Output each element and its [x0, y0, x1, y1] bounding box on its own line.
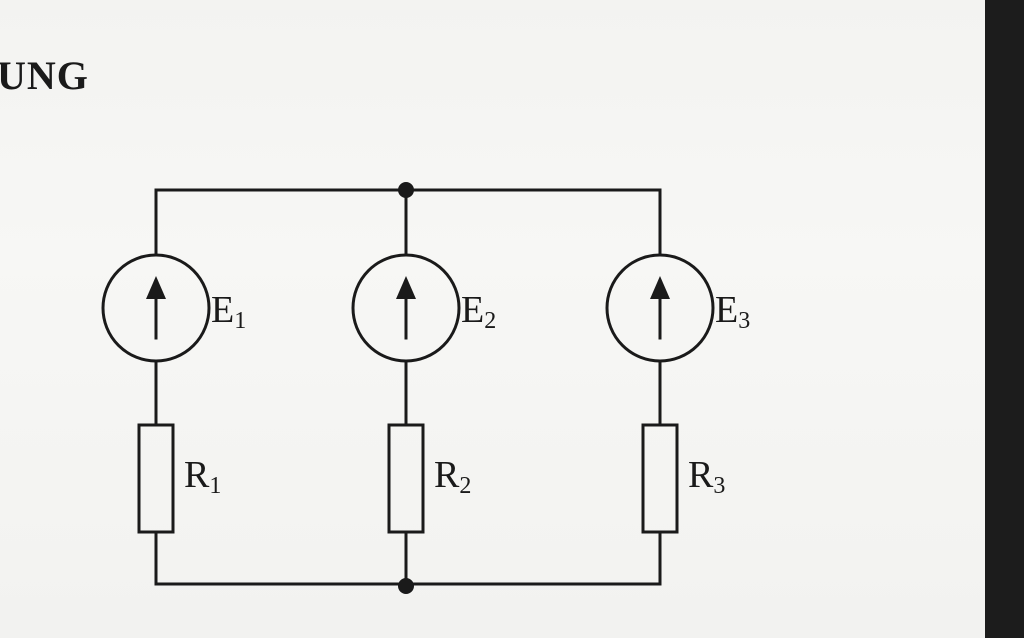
label-e2: E2 — [461, 289, 496, 334]
label-r3: R3 — [688, 454, 725, 499]
source-e3-circle — [605, 253, 715, 363]
resistor-r3 — [641, 423, 679, 534]
junction-top — [398, 182, 414, 198]
label-r2: R2 — [434, 454, 471, 499]
arrow-up-icon — [650, 276, 670, 299]
circuit-diagram: E1 E2 E3 R1 R2 R3 — [101, 182, 750, 594]
side-panel-dark — [985, 0, 1024, 638]
page-heading: UNG — [0, 53, 89, 98]
resistor-r1 — [137, 423, 175, 534]
label-e1: E1 — [211, 289, 246, 334]
source-e1-circle — [101, 253, 211, 363]
label-e3: E3 — [715, 289, 750, 334]
source-e2-circle — [351, 253, 461, 363]
junction-bottom — [398, 578, 414, 594]
arrow-up-icon — [146, 276, 166, 299]
resistor-r2 — [387, 423, 425, 534]
label-r1: R1 — [184, 454, 221, 499]
arrow-up-icon — [396, 276, 416, 299]
